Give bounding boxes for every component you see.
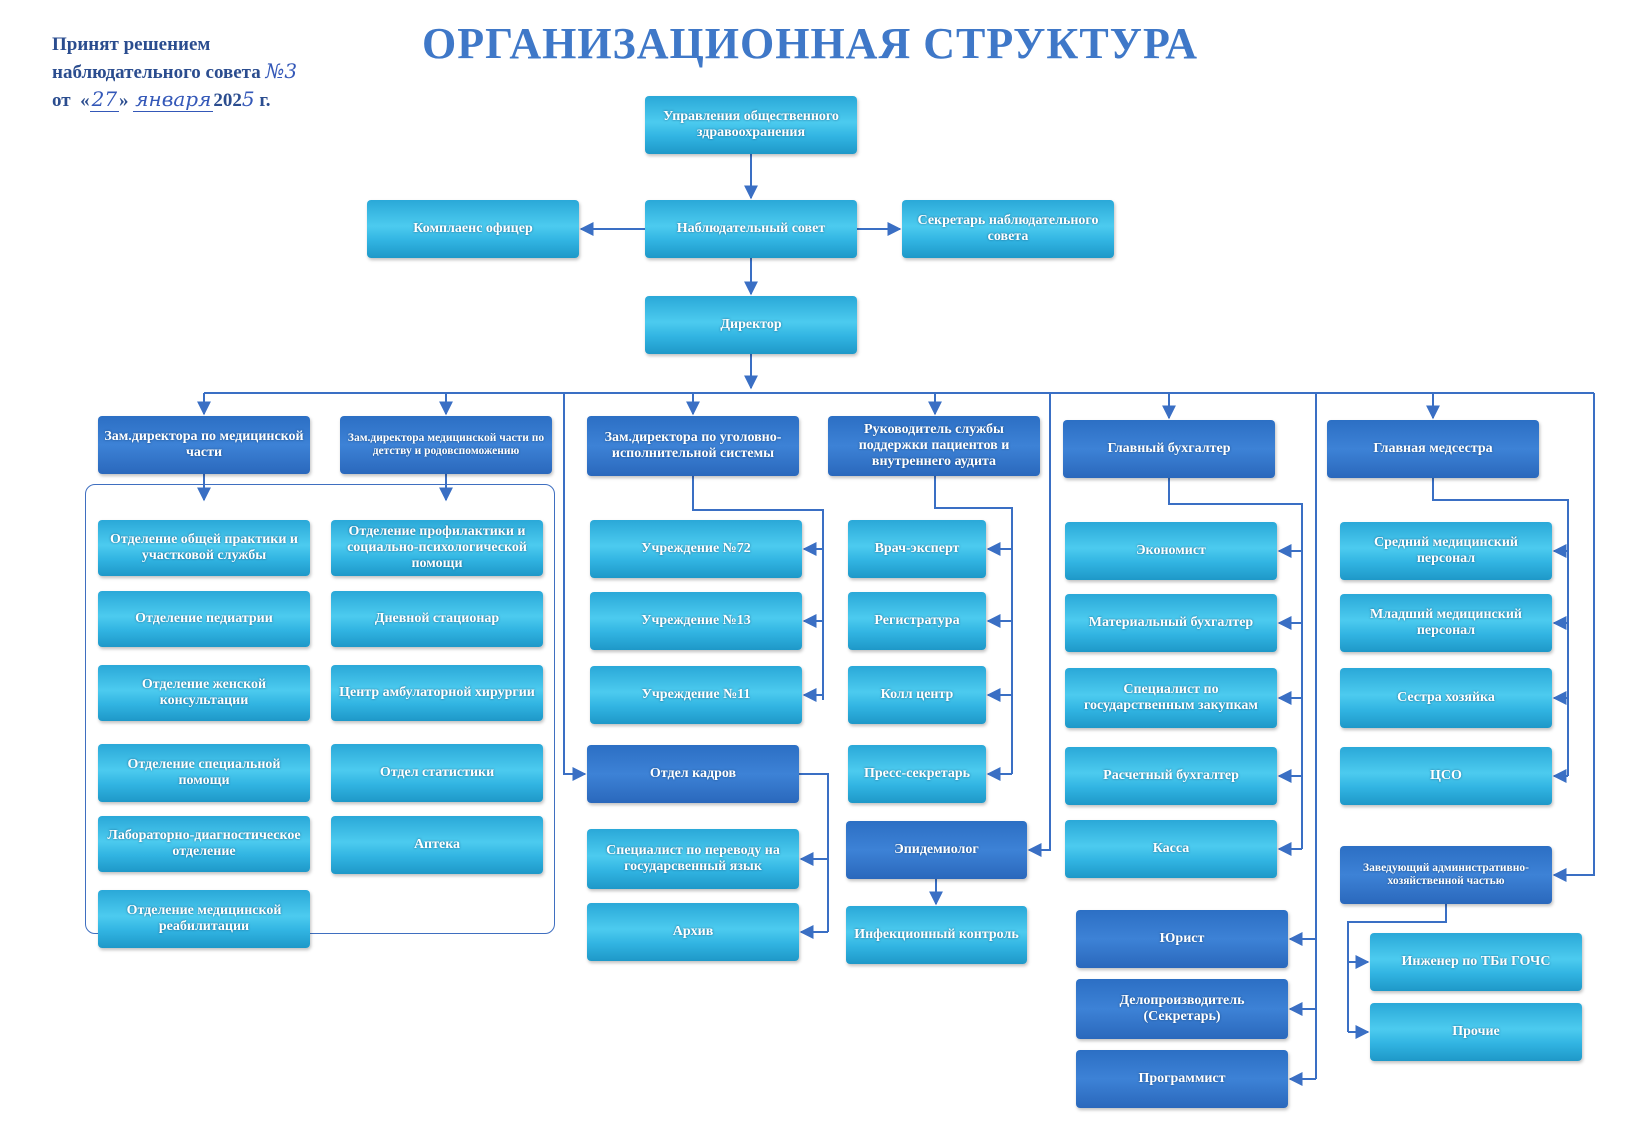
box-dept-lab: Лабораторно-диагностическое отделение <box>98 816 310 872</box>
box-health-dept: Управления общественного здравоохранения <box>645 96 857 154</box>
box-expert-doctor: Врач-эксперт <box>848 520 986 578</box>
connector-30 <box>1168 478 1303 849</box>
box-economist: Экономист <box>1065 522 1277 580</box>
connector-28 <box>1027 393 1051 857</box>
box-statistics: Отдел статистики <box>331 744 543 802</box>
box-head-nurse: Главная медсестра <box>1327 420 1539 478</box>
box-dept-rehab: Отделение медицинской реабилитации <box>98 890 310 948</box>
box-deputy-penal: Зам.директора по уголовно-исполнительной… <box>587 416 799 476</box>
box-dept-womens: Отделение женской консультации <box>98 665 310 721</box>
connector-16 <box>692 476 824 700</box>
box-translator: Специалист по переводу на государсвенный… <box>587 829 799 889</box>
box-settlement-accountant: Расчетный бухгалтер <box>1065 747 1277 805</box>
box-board-secretary: Секретарь наблюдательного совета <box>902 200 1114 258</box>
box-pharmacy: Аптека <box>331 816 543 874</box>
box-epidemiologist: Эпидемиолог <box>846 821 1027 879</box>
box-call-center: Колл центр <box>848 666 986 724</box>
box-day-hospital: Дневной стационар <box>331 591 543 647</box>
box-head-patient-support: Руководитель службы поддержки пациентов … <box>828 416 1040 476</box>
box-dept-pediatrics: Отделение педиатрии <box>98 591 310 647</box>
box-dept-special: Отделение специальной помощи <box>98 744 310 802</box>
approval-day: 27 <box>89 87 120 112</box>
box-other: Прочие <box>1370 1003 1582 1061</box>
box-compliance: Комплаенс офицер <box>367 200 579 258</box>
box-dept-general-practice: Отделение общей практики и участковой сл… <box>98 520 310 576</box>
connector-40 <box>1432 478 1569 776</box>
box-registry: Регистратура <box>848 592 986 650</box>
box-inst-72: Учреждение №72 <box>590 520 802 578</box>
approval-year-digit: 5 <box>241 87 255 111</box>
approval-stamp: Принят решением наблюдательного совета №… <box>52 32 297 114</box>
box-hr: Отдел кадров <box>587 745 799 803</box>
box-housekeeper: Сестра хозяйка <box>1340 668 1552 728</box>
connector-20 <box>799 773 829 932</box>
box-mid-staff: Средний медицинский персонал <box>1340 522 1552 580</box>
box-dept-prevention: Отделение профилактики и социально-психо… <box>331 520 543 576</box>
box-ambulatory-surgery: Центр амбулаторной хирургии <box>331 665 543 721</box>
connector-15 <box>563 393 587 781</box>
page-title: ОРГАНИЗАЦИОННАЯ СТРУКТУРА <box>422 19 1198 68</box>
box-material-accountant: Материальный бухгалтер <box>1065 594 1277 652</box>
box-head-admin: Заведующий административно-хозяйственной… <box>1340 846 1552 904</box>
connector-45 <box>1552 393 1595 882</box>
box-inst-11: Учреждение №11 <box>590 666 802 724</box>
box-procurement: Специалист по государственным закупкам <box>1065 668 1277 728</box>
box-cso: ЦСО <box>1340 747 1552 805</box>
box-infection-control: Инфекционный контроль <box>846 906 1027 964</box>
box-archive: Архив <box>587 903 799 961</box>
box-supervisory-board: Наблюдательный совет <box>645 200 857 258</box>
box-clerk: Делопроизводитель (Секретарь) <box>1076 979 1288 1039</box>
box-deputy-medical: Зам.директора по медицинской части <box>98 416 310 474</box>
box-cashier: Касса <box>1065 820 1277 878</box>
connector-23 <box>934 476 1013 774</box>
approval-line-1: Принят решением <box>52 34 211 55</box>
approval-month: января <box>133 87 214 112</box>
approval-line-2: наблюдательного совета №3 <box>52 59 298 83</box>
medical-departments-group <box>85 484 555 934</box>
box-junior-staff: Младший медицинский персонал <box>1340 594 1552 652</box>
box-press-secretary: Пресс-секретарь <box>848 745 986 803</box>
connector-46 <box>1347 904 1447 1032</box>
box-engineer: Инженер по ТБи ГОЧС <box>1370 933 1582 991</box>
protocol-number: №3 <box>265 59 298 83</box>
box-programmer: Программист <box>1076 1050 1288 1108</box>
box-chief-accountant: Главный бухгалтер <box>1063 420 1275 478</box>
box-director: Директор <box>645 296 857 354</box>
box-deputy-childhood: Зам.директора медицинской части по детст… <box>340 416 552 474</box>
box-inst-13: Учреждение №13 <box>590 592 802 650</box>
box-lawyer: Юрист <box>1076 910 1288 968</box>
